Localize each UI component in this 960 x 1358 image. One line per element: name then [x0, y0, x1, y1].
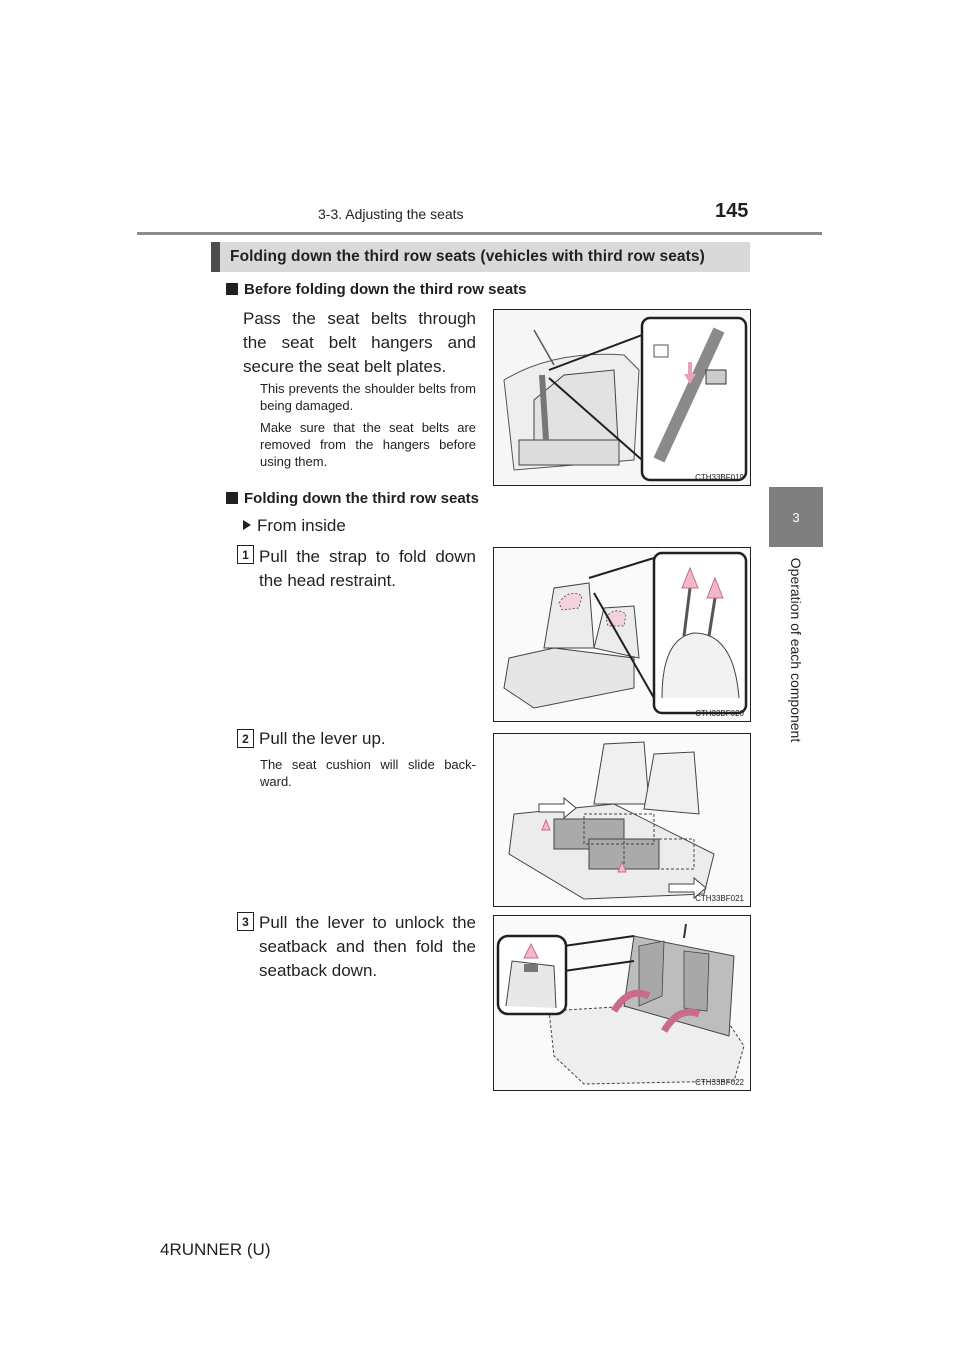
- square-bullet-icon: [226, 283, 238, 295]
- subsection-heading: Folding down the third row seats: [226, 490, 479, 507]
- seatback-fold-illustration: [494, 916, 750, 1090]
- step-number: 2: [237, 729, 254, 748]
- subsection-heading: Before folding down the third row seats: [226, 281, 527, 298]
- section-banner: Folding down the third row seats (vehicl…: [211, 242, 750, 272]
- model-footer: 4RUNNER (U): [160, 1240, 271, 1259]
- figure-seat-lever: CTH33BF021: [493, 733, 751, 907]
- figure-code: CTH33BF022: [695, 1078, 744, 1087]
- head-restraint-illustration: [494, 548, 750, 721]
- note-text: Make sure that the seat belts are remove…: [260, 420, 476, 469]
- square-bullet-icon: [226, 492, 238, 504]
- step-instruction: Pull the lever up.: [259, 729, 386, 748]
- figure-seatbelt-hanger: CTH33BF019: [493, 309, 751, 486]
- note-text: This prevents the shoulder belts from be…: [260, 381, 476, 413]
- seat-lever-illustration: [494, 734, 750, 906]
- section-title: 3-3. Adjusting the seats: [318, 206, 464, 222]
- subsection-heading-text: Folding down the third row seats: [244, 490, 479, 507]
- banner-accent-bar: [211, 242, 220, 272]
- subheading-from-inside: From inside: [243, 514, 346, 538]
- chapter-tab: 3: [769, 487, 823, 547]
- note-text: The seat cushion will slide back-ward.: [260, 757, 476, 789]
- chapter-number: 3: [792, 509, 800, 525]
- step-number: 3: [237, 912, 254, 931]
- step-instruction: Pull the strap to fold down the head res…: [259, 547, 476, 590]
- subheading-text: From inside: [257, 516, 346, 535]
- figure-head-restraint: CTH33BF020: [493, 547, 751, 722]
- page-number: 145: [715, 200, 749, 222]
- figure-seatback-fold: CTH33BF022: [493, 915, 751, 1091]
- header-divider: [137, 232, 822, 235]
- chapter-label-container: Operation of each component: [769, 555, 823, 745]
- step-number: 1: [237, 545, 254, 564]
- figure-code: CTH33BF019: [695, 473, 744, 482]
- chapter-label: Operation of each component: [788, 557, 804, 743]
- seatbelt-illustration: [494, 310, 750, 485]
- triangle-bullet-icon: [243, 520, 251, 530]
- subsection-heading-text: Before folding down the third row seats: [244, 281, 527, 298]
- banner-title: Folding down the third row seats (vehicl…: [230, 248, 705, 265]
- figure-code: CTH33BF021: [695, 894, 744, 903]
- step-instruction: Pull the lever to unlock the seatback an…: [259, 913, 476, 980]
- figure-code: CTH33BF020: [695, 709, 744, 718]
- instruction-text: Pass the seat belts through the seat bel…: [243, 309, 476, 376]
